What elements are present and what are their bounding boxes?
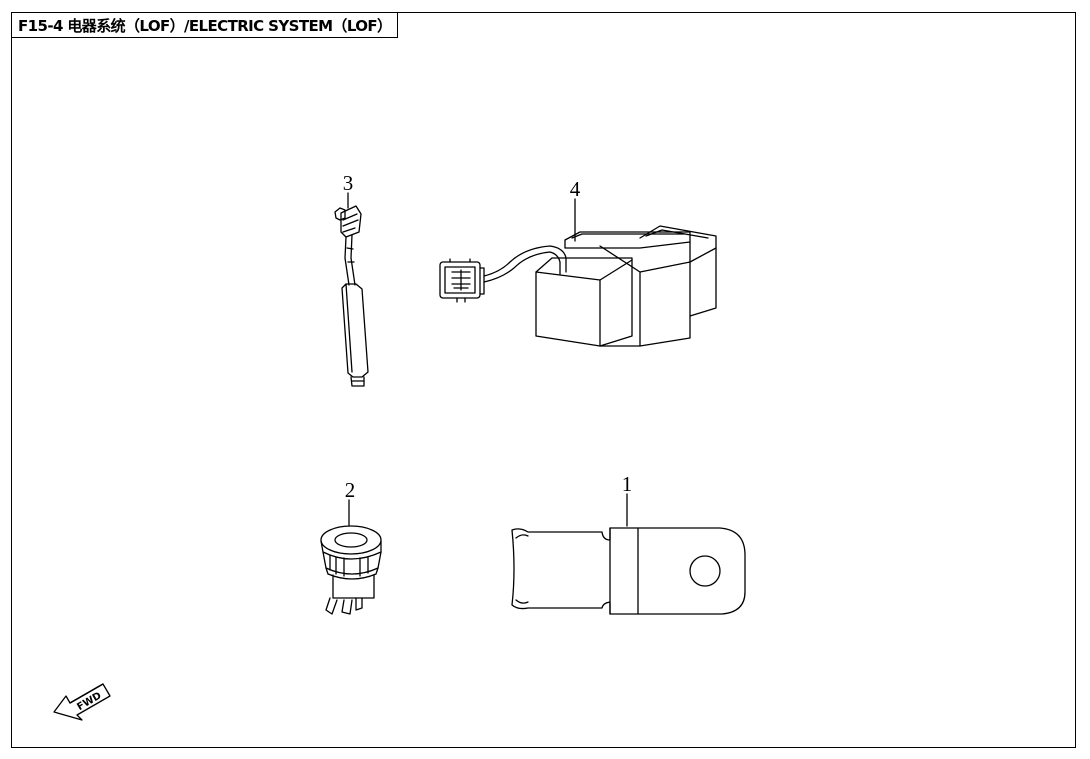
fwd-arrow-icon bbox=[53, 683, 111, 721]
part-4-relay-block bbox=[439, 198, 717, 347]
diagram-title: F15-4 电器系统（LOF）/ELECTRIC SYSTEM（LOF） bbox=[11, 12, 399, 38]
part-2-switch bbox=[320, 499, 382, 615]
fwd-label: FWD bbox=[75, 690, 103, 713]
part-3-sensor bbox=[334, 192, 369, 387]
drawing-frame bbox=[11, 12, 1076, 748]
callout-2: 2 bbox=[345, 478, 356, 502]
callout-1: 1 bbox=[622, 472, 633, 496]
part-1-terminal bbox=[511, 493, 746, 615]
callout-3: 3 bbox=[343, 171, 354, 195]
callout-4: 4 bbox=[570, 177, 581, 201]
